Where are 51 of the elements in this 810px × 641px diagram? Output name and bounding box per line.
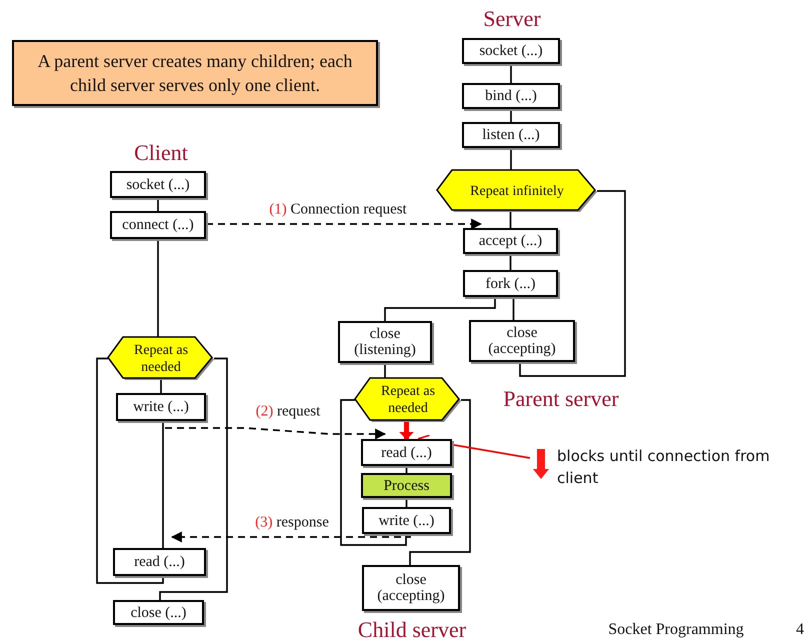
function-box: close (...) — [113, 600, 204, 625]
flow-line — [510, 254, 512, 270]
flow-line — [157, 198, 159, 211]
function-box: close (listening) — [338, 321, 432, 363]
flow-line — [162, 421, 164, 548]
message-arrow — [170, 532, 411, 542]
footer-text: Socket Programming — [608, 621, 744, 639]
flow-line — [512, 297, 514, 320]
flow-line — [409, 399, 471, 565]
flow-line — [510, 148, 512, 170]
message-arrow — [165, 427, 386, 440]
function-box: read (...) — [361, 439, 452, 466]
flow-line — [510, 212, 512, 228]
loop-hexagon: Repeat as needed — [355, 378, 461, 422]
section-title: Child server — [358, 617, 466, 641]
loop-hexagon: Repeat infinitely — [437, 170, 597, 212]
flow-line — [340, 399, 407, 546]
function-box: close (accepting) — [469, 320, 575, 362]
function-box: write (...) — [116, 393, 206, 421]
function-box: read (...) — [113, 548, 206, 576]
note-box: A parent server creates many children; each child server serves only one client. — [12, 40, 378, 106]
section-title: Client — [134, 140, 188, 166]
flow-line — [160, 380, 162, 393]
function-box: accept (...) — [463, 228, 558, 254]
flow-line — [157, 239, 159, 337]
function-box: write (...) — [362, 507, 451, 534]
flow-line — [519, 190, 626, 377]
section-title: Parent server — [503, 386, 619, 412]
flow-line — [96, 358, 164, 584]
edge-label: (2) request — [254, 404, 322, 420]
flow-line — [510, 109, 512, 122]
function-box: socket (...) — [110, 171, 206, 198]
section-title: Server — [483, 6, 541, 32]
footer-text: 4 — [796, 621, 804, 639]
function-box: close (accepting) — [362, 565, 460, 611]
loop-hexagon: Repeat as needed — [108, 337, 214, 380]
process-box: Process — [361, 473, 452, 498]
function-box: socket (...) — [462, 38, 560, 64]
flow-line — [384, 297, 496, 321]
flow-line — [510, 64, 512, 83]
function-box: connect (...) — [110, 211, 206, 239]
flow-line — [159, 358, 228, 600]
flow-line — [406, 498, 408, 507]
function-box: bind (...) — [462, 83, 560, 109]
message-arrow — [206, 218, 482, 230]
flow-line — [384, 363, 386, 378]
edge-label: (3) response — [253, 514, 331, 532]
function-box: listen (...) — [462, 122, 560, 148]
edge-label: (1) Connection request — [267, 202, 409, 218]
annotation-text: blocks until connection from client — [557, 446, 771, 489]
function-box: fork (...) — [463, 270, 558, 297]
